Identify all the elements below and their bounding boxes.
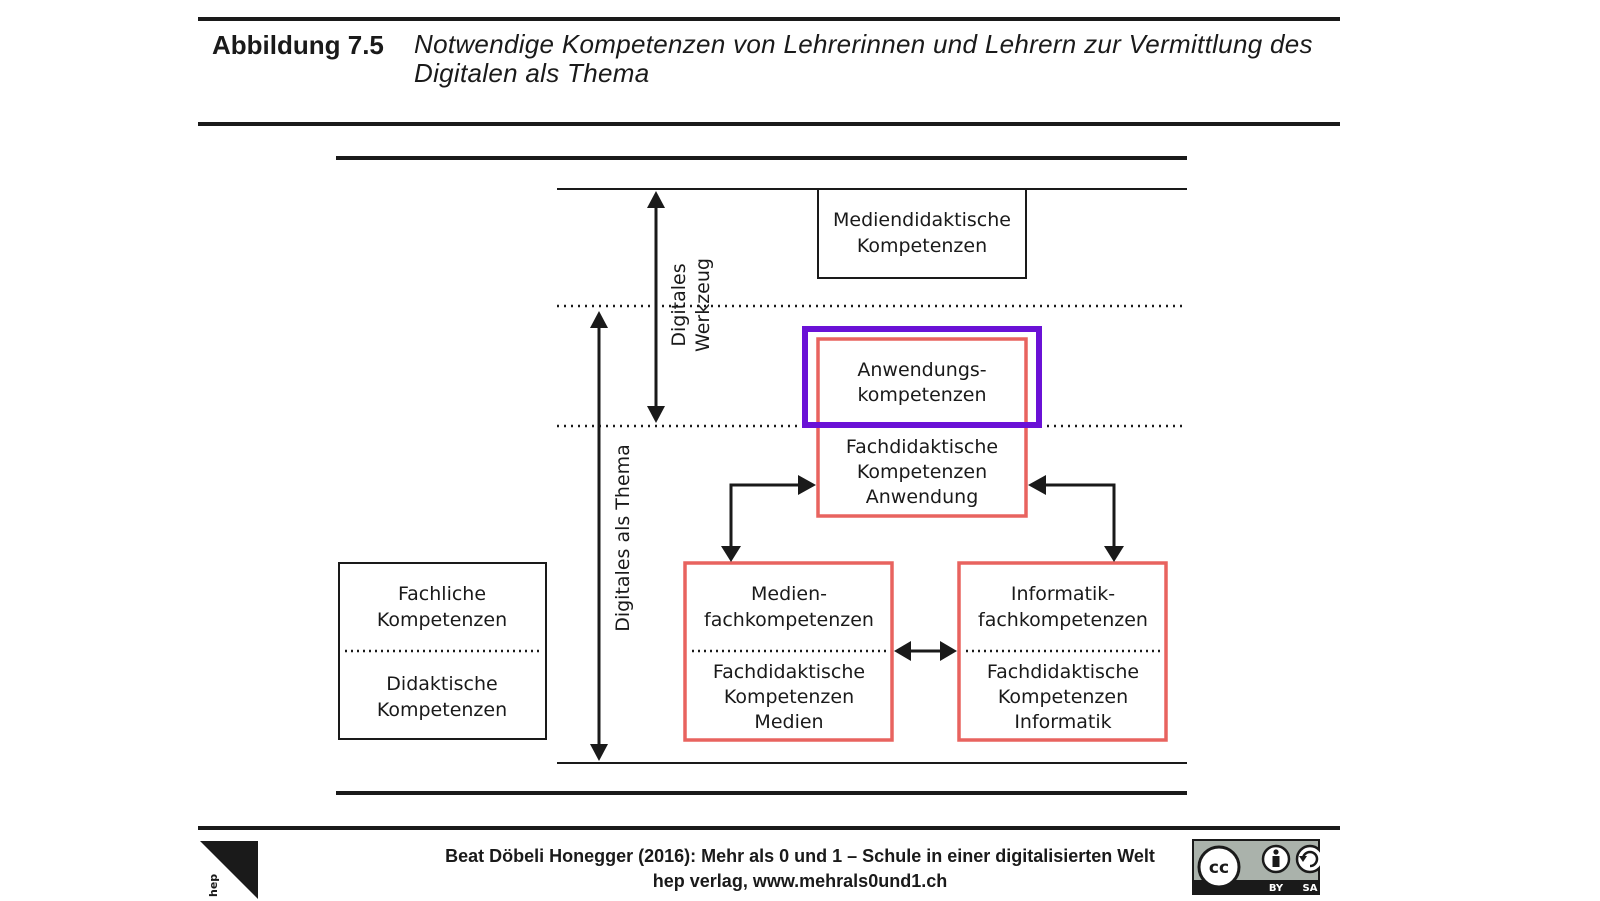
fachdidaktische-anwendung-line2: Kompetenzen — [857, 461, 987, 483]
mediendidaktische-line1: Mediendidaktische — [833, 209, 1011, 231]
header-bottom-rule — [198, 122, 1340, 126]
thema-vertical-arrow — [590, 311, 608, 761]
werkzeug-vertical-arrow — [647, 191, 665, 423]
arrow-medien-informatik — [894, 641, 957, 661]
fachliche-line2: Kompetenzen — [377, 609, 507, 631]
fachdidaktische-medien-line1: Fachdidaktische — [713, 661, 865, 683]
fachdidaktische-informatik-line3: Informatik — [1014, 711, 1111, 733]
informatikfach-line2: fachkompetenzen — [978, 609, 1148, 631]
didaktische-line2: Kompetenzen — [377, 699, 507, 721]
medienfach-line1: Medien- — [751, 583, 827, 605]
arrow-anwendung-medien — [721, 475, 816, 562]
fachdidaktische-anwendung-line3: Anwendung — [866, 486, 979, 508]
medienfach-line2: fachkompetenzen — [704, 609, 874, 631]
anwendungs-line2: kompetenzen — [857, 384, 986, 406]
arrow-anwendung-informatik — [1028, 475, 1124, 562]
fachdidaktische-medien-line2: Kompetenzen — [724, 686, 854, 708]
hep-logo: hep — [200, 841, 258, 899]
fachdidaktische-informatik-line1: Fachdidaktische — [987, 661, 1139, 683]
figure-label: Abbildung 7.5 — [212, 30, 384, 60]
license-by-label: BY — [1269, 883, 1284, 894]
box-mediendidaktische-kompetenzen — [817, 188, 1027, 279]
cc-by-sa-icon: cc BY SA — [1192, 839, 1320, 895]
mediendidaktische-line2: Kompetenzen — [857, 235, 987, 257]
label-werkzeug-line1: Digitales — [668, 263, 690, 346]
fachdidaktische-informatik-line2: Kompetenzen — [998, 686, 1128, 708]
label-digitales-als-thema: Digitales als Thema — [612, 444, 634, 632]
highlight-anwendungskompetenzen — [802, 326, 1042, 428]
license-sa-label: SA — [1303, 883, 1318, 894]
informatikfach-line1: Informatik- — [1011, 583, 1115, 605]
svg-text:cc: cc — [1209, 858, 1229, 878]
hep-logo-text: hep — [207, 874, 220, 897]
header-top-rule — [198, 17, 1340, 21]
didaktische-line1: Didaktische — [386, 673, 497, 695]
label-werkzeug-line2: Werkzeug — [692, 258, 714, 352]
figure-title: Notwendige Kompetenzen von Lehrerinnen u… — [414, 29, 1313, 88]
footer-top-rule — [198, 826, 1340, 830]
footer-citation: Beat Döbeli Honegger (2016): Mehr als 0 … — [445, 846, 1155, 866]
fachliche-line1: Fachliche — [398, 583, 486, 605]
fachdidaktische-medien-line3: Medien — [754, 711, 823, 733]
anwendungs-line1: Anwendungs- — [857, 359, 986, 381]
footer-publisher: hep verlag, www.mehrals0und1.ch — [652, 871, 948, 891]
cc-icon — [1197, 845, 1241, 889]
fachdidaktische-anwendung-line1: Fachdidaktische — [846, 436, 998, 458]
